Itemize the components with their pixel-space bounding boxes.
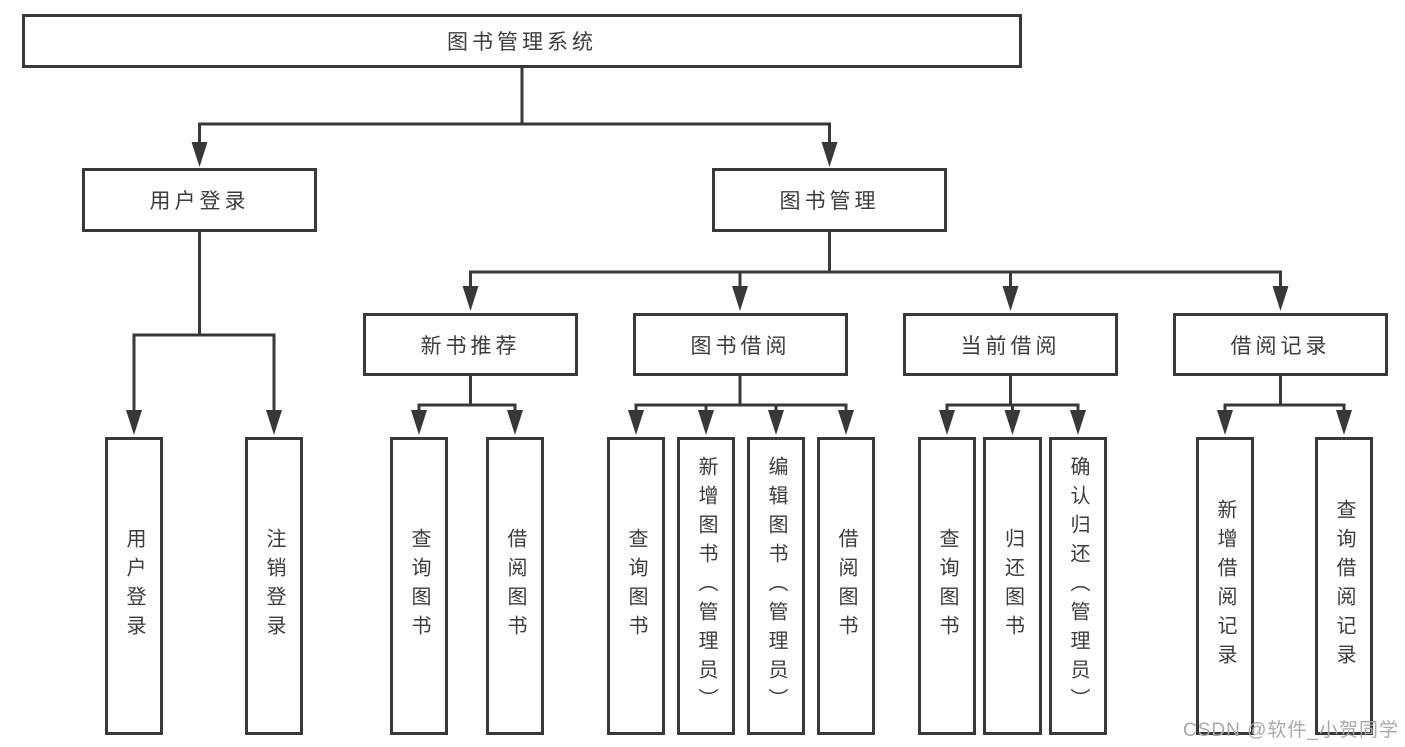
leaf-query-books-recommend: 查询图书 <box>390 437 448 735</box>
leaf-label: 用户登录 <box>123 528 145 644</box>
leaf-label: 查询图书 <box>408 528 430 644</box>
leaf-label: 借阅图书 <box>835 528 857 644</box>
leaf-confirm-return-admin: 确认归还（管理员） <box>1049 437 1107 735</box>
node-book-borrowing: 图书借阅 <box>633 313 848 376</box>
node-library-management-system: 图书管理系统 <box>22 14 1022 68</box>
leaf-label: 查询借阅记录 <box>1333 499 1355 673</box>
leaf-label: 确认归还（管理员） <box>1067 455 1089 717</box>
leaf-borrow-books: 借阅图书 <box>817 437 875 735</box>
node-label: 图书借阅 <box>690 334 791 358</box>
leaf-label: 编辑图书（管理员） <box>765 455 787 717</box>
leaf-label: 注销登录 <box>263 528 285 644</box>
node-current-borrowing: 当前借阅 <box>903 313 1118 376</box>
leaf-label: 借阅图书 <box>504 528 526 644</box>
leaf-add-books-admin: 新增图书（管理员） <box>677 437 735 735</box>
leaf-label: 新增借阅记录 <box>1214 499 1236 673</box>
node-label: 新书推荐 <box>420 334 521 358</box>
node-new-book-recommend: 新书推荐 <box>363 313 578 376</box>
leaf-return-books: 归还图书 <box>983 437 1042 735</box>
leaf-logout: 注销登录 <box>245 437 303 735</box>
node-label: 图书管理系统 <box>447 31 597 54</box>
node-book-management: 图书管理 <box>712 168 947 232</box>
leaf-label: 查询图书 <box>625 528 647 644</box>
leaf-query-books-current: 查询图书 <box>918 437 976 735</box>
node-label: 用户登录 <box>149 190 250 213</box>
leaf-label: 归还图书 <box>1001 528 1024 644</box>
node-label: 图书管理 <box>779 190 880 213</box>
leaf-label: 新增图书（管理员） <box>695 455 717 717</box>
leaf-query-books-borrowing: 查询图书 <box>607 437 665 735</box>
leaf-borrow-books-recommend: 借阅图书 <box>486 437 544 735</box>
leaf-label: 查询图书 <box>936 528 958 644</box>
node-label: 当前借阅 <box>960 334 1061 358</box>
node-borrowing-records: 借阅记录 <box>1173 313 1388 376</box>
node-user-login: 用户登录 <box>82 168 317 232</box>
node-label: 借阅记录 <box>1230 334 1331 358</box>
leaf-query-borrow-record: 查询借阅记录 <box>1315 437 1373 735</box>
leaf-add-borrow-record: 新增借阅记录 <box>1196 437 1254 735</box>
leaf-edit-books-admin: 编辑图书（管理员） <box>747 437 805 735</box>
csdn-watermark: CSDN @软件_小贺同学 <box>1183 720 1399 741</box>
leaf-user-login: 用户登录 <box>105 437 163 735</box>
